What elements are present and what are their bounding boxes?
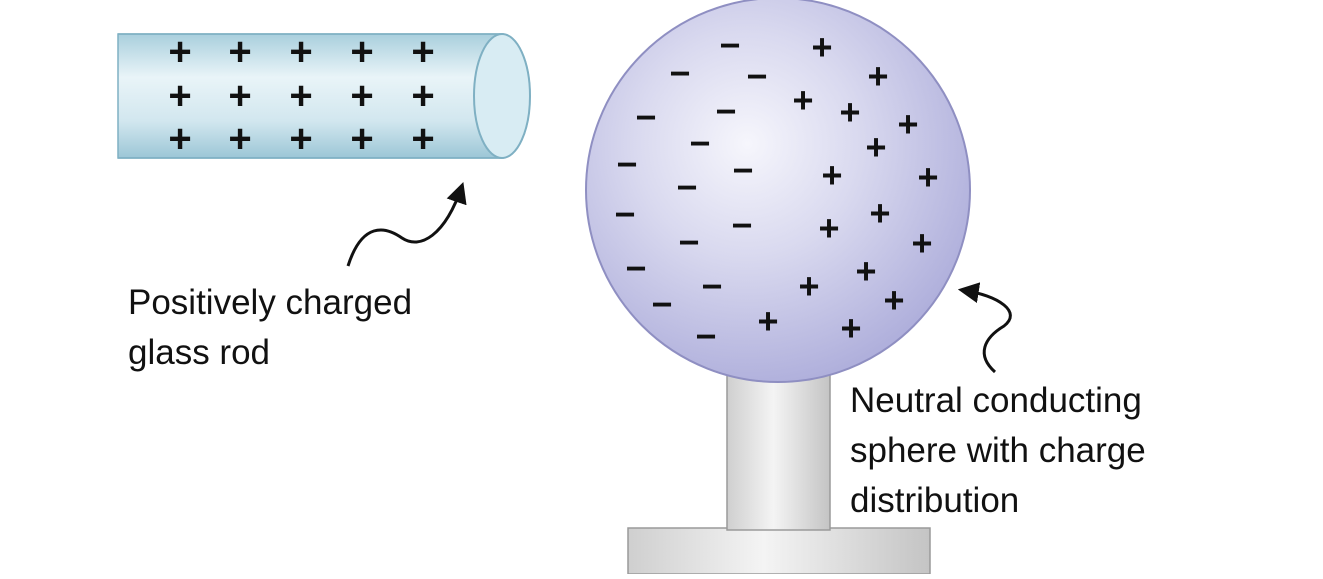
rod-positive-charge: + (168, 74, 191, 118)
sphere-negative-charge: − (689, 123, 710, 164)
sphere-pointer-arrow (957, 282, 1012, 374)
glass-rod (117, 33, 531, 159)
rod-positive-charge: + (289, 74, 312, 118)
sphere-positive-charge: + (840, 308, 861, 349)
sphere-positive-charge: + (798, 266, 819, 307)
sphere-negative-charge: − (669, 53, 690, 94)
rod-positive-charge: + (350, 117, 373, 161)
sphere-positive-charge: + (869, 193, 890, 234)
rod-positive-charge: + (411, 30, 434, 74)
sphere-positive-charge: + (911, 223, 932, 264)
sphere-positive-charge: + (839, 92, 860, 133)
stand-stem (726, 359, 831, 531)
rod-charges: +++++++++++++++ (168, 30, 434, 161)
sphere-positive-charge: + (855, 251, 876, 292)
sphere-negative-charge: − (678, 222, 699, 263)
sphere-negative-charge: − (695, 316, 716, 357)
rod-positive-charge: + (289, 30, 312, 74)
sphere-negative-charge: − (719, 25, 740, 66)
sphere-positive-charge: + (757, 301, 778, 342)
rod-end-cap (473, 33, 531, 159)
sphere-stand (627, 359, 931, 575)
rod-positive-charge: + (350, 74, 373, 118)
sphere-label-line-3: distribution (850, 481, 1020, 520)
rod-positive-charge: + (168, 30, 191, 74)
rod-positive-charge: + (228, 117, 251, 161)
sphere-positive-charge: + (792, 80, 813, 121)
sphere-positive-charge: + (811, 27, 832, 68)
sphere-negative-charge: − (732, 150, 753, 191)
sphere-label-line-2: sphere with charge (850, 431, 1146, 470)
sphere-negative-charge: − (676, 167, 697, 208)
sphere-negative-charge: − (731, 205, 752, 246)
sphere-negative-charge: − (616, 144, 637, 185)
rod-label-line-2: glass rod (128, 333, 271, 372)
sphere-negative-charge: − (715, 91, 736, 132)
rod-positive-charge: + (228, 30, 251, 74)
sphere-positive-charge: + (818, 208, 839, 249)
sphere-negative-charge: − (701, 266, 722, 307)
sphere-positive-charge: + (821, 155, 842, 196)
conducting-sphere (585, 0, 971, 383)
rod-positive-charge: + (228, 74, 251, 118)
sphere-label-line-1: Neutral conducting (850, 381, 1142, 420)
sphere-negative-charge: − (625, 248, 646, 289)
sphere-positive-charge: + (865, 127, 886, 168)
stand-base (627, 527, 931, 575)
rod-positive-charge: + (411, 117, 434, 161)
sphere-positive-charge: + (897, 104, 918, 145)
sphere-charges: ++++++++++++++++−−−−−−−−−−−−−−−− (614, 25, 938, 357)
rod-positive-charge: + (350, 30, 373, 74)
rod-pointer-arrow (346, 182, 467, 267)
sphere-negative-charge: − (746, 56, 767, 97)
rod-label-line-1: Positively charged (128, 283, 413, 322)
rod-positive-charge: + (289, 117, 312, 161)
sphere-negative-charge: − (635, 97, 656, 138)
sphere-negative-charge: − (614, 194, 635, 235)
sphere-negative-charge: − (651, 284, 672, 325)
sphere-label: Neutral conducting sphere with charge di… (850, 376, 1146, 526)
rod-positive-charge: + (168, 117, 191, 161)
sphere-positive-charge: + (917, 157, 938, 198)
rod-positive-charge: + (411, 74, 434, 118)
rod-label: Positively charged glass rod (128, 278, 412, 378)
sphere-positive-charge: + (867, 56, 888, 97)
sphere-positive-charge: + (883, 280, 904, 321)
